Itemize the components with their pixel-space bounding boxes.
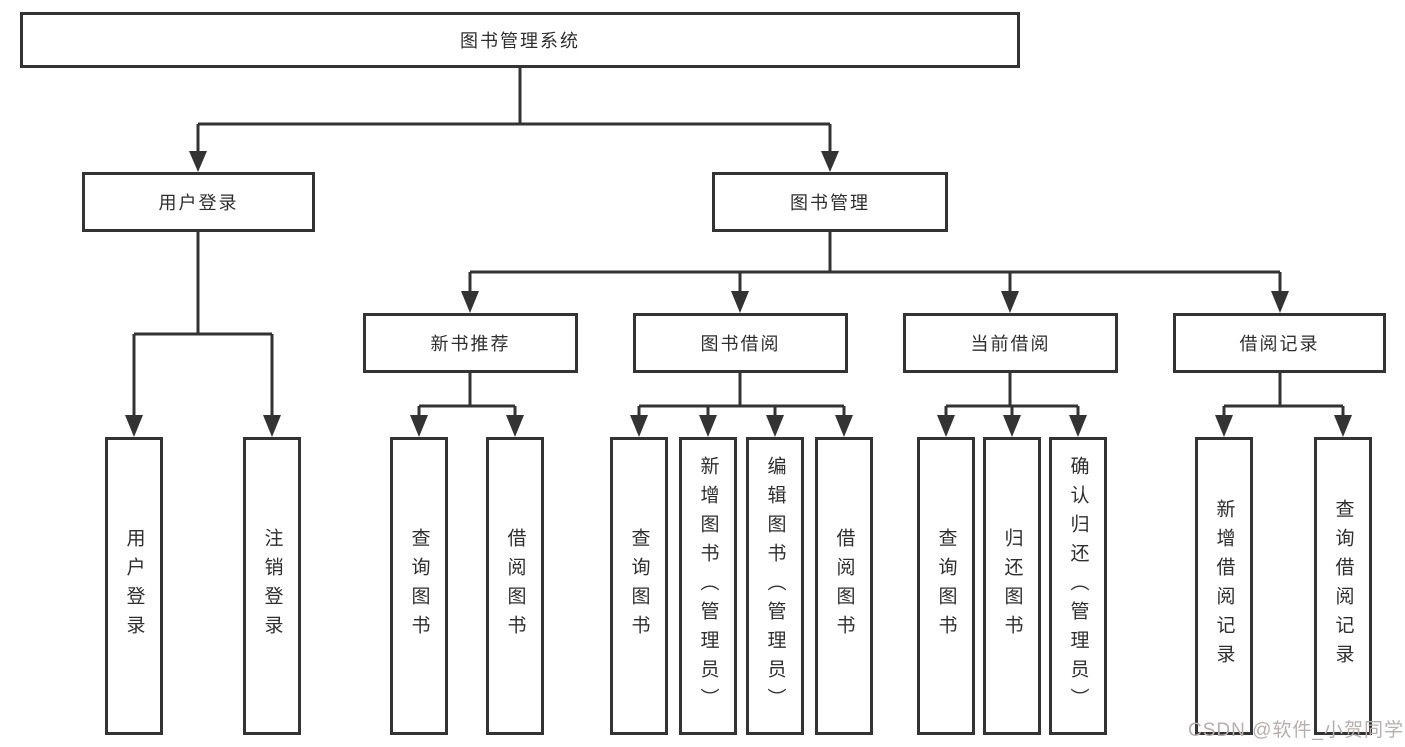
- connector-borrow-to-leaves: [630, 373, 853, 437]
- node-root: 图书管理系统: [20, 12, 1020, 68]
- node-new-book-recommend: 新书推荐: [363, 313, 578, 373]
- leaf-borrow-edit-admin: 编辑图书（管理员）: [746, 437, 804, 735]
- leaf-borrow-book: 借阅图书: [815, 437, 873, 735]
- node-user-login: 用户登录: [82, 172, 315, 232]
- csdn-watermark: CSDN @软件_小贺同学: [1188, 720, 1404, 741]
- leaf-current-return: 归还图书: [983, 437, 1041, 735]
- leaf-borrow-query: 查询图书: [610, 437, 668, 735]
- connector-current-to-leaves: [937, 373, 1087, 437]
- leaf-current-confirm-admin: 确认归还（管理员）: [1049, 437, 1107, 735]
- node-borrow-record: 借阅记录: [1173, 313, 1386, 373]
- connector-record-to-leaves: [1215, 373, 1352, 437]
- leaf-borrow-add-admin: 新增图书（管理员）: [679, 437, 737, 735]
- leaf-newbook-borrow: 借阅图书: [486, 437, 544, 735]
- node-book-management: 图书管理: [712, 172, 948, 232]
- node-book-borrow: 图书借阅: [633, 313, 848, 373]
- leaf-record-add: 新增借阅记录: [1195, 437, 1253, 735]
- connector-root-to-level2: [189, 68, 839, 172]
- leaf-record-query: 查询借阅记录: [1314, 437, 1372, 735]
- leaf-newbook-query: 查询图书: [390, 437, 448, 735]
- connector-bookmgmt-to-level3: [461, 232, 1289, 313]
- node-current-borrow: 当前借阅: [903, 313, 1118, 373]
- leaf-user-login: 用户登录: [105, 437, 163, 735]
- leaf-logout: 注销登录: [243, 437, 301, 735]
- connector-userlogin-to-leaves: [125, 232, 281, 437]
- connector-newbook-to-leaves: [410, 373, 524, 437]
- leaf-current-query: 查询图书: [917, 437, 975, 735]
